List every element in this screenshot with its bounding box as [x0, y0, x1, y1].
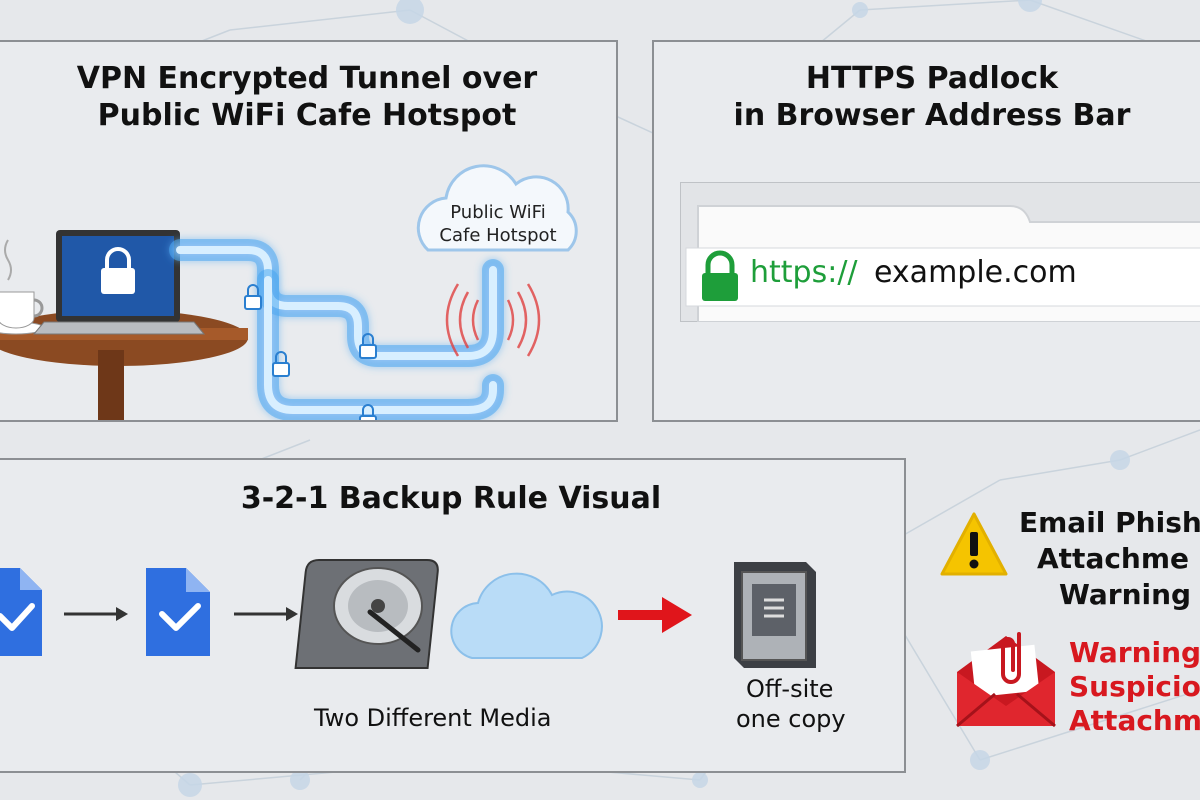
offsite-label-line1: Off-site	[746, 675, 834, 703]
phishing-title-line3: Warning	[1059, 578, 1192, 611]
encrypted-tunnel	[169, 239, 504, 420]
tunnel-padlock-icon	[244, 284, 377, 420]
vpn-panel: VPN Encrypted Tunnel over Public WiFi Ca…	[0, 40, 618, 422]
laptop-icon	[32, 230, 206, 335]
backup-title: 3-2-1 Backup Rule Visual	[240, 481, 662, 516]
offsite-arrow-icon	[618, 597, 692, 633]
url-domain[interactable]: example.com	[874, 255, 1077, 290]
backup-panel: 3-2-1 Backup Rule Visual	[0, 458, 906, 773]
browser-window	[680, 182, 1200, 322]
offsite-server-icon	[734, 562, 816, 668]
vpn-illustration: Public WiFi Cafe Hotspot	[0, 164, 578, 420]
https-title-line2: in Browser Address Bar	[733, 98, 1131, 133]
warning-line2: Suspicio	[1069, 670, 1200, 703]
https-panel: HTTPS Padlock in Browser Address Bar htt…	[652, 40, 1200, 422]
https-title-line1: HTTPS Padlock	[805, 61, 1059, 96]
laptop-padlock-icon	[101, 247, 135, 294]
arrow-icon	[234, 607, 298, 621]
cloud-label-line2: Cafe Hotspot	[439, 225, 556, 246]
phishing-title-line1: Email Phish	[1019, 506, 1200, 539]
suspicious-email-icon	[956, 632, 1056, 728]
coffee-cup-icon	[0, 239, 45, 335]
document-copy-icon	[146, 568, 210, 656]
phishing-title-line2: Attachme	[1037, 542, 1190, 575]
arrow-icon	[64, 607, 128, 621]
backup-illustration	[0, 559, 816, 669]
vpn-title-line1: VPN Encrypted Tunnel over	[76, 61, 538, 96]
document-copy-icon	[0, 568, 42, 656]
warning-triangle-icon	[940, 512, 1008, 576]
warning-line1: Warning:	[1069, 636, 1200, 669]
warning-line3: Attachm	[1069, 704, 1200, 737]
hard-drive-icon	[294, 559, 439, 669]
cloud-storage-icon	[450, 572, 603, 659]
https-padlock-icon	[702, 250, 738, 301]
wifi-signal-icon	[445, 283, 541, 357]
vpn-title-line2: Public WiFi Cafe Hotspot	[97, 98, 517, 133]
phishing-panel: Email Phish Attachme Warning Warning: Su…	[935, 500, 1200, 800]
url-scheme[interactable]: https://	[750, 255, 858, 290]
address-bar	[685, 247, 1200, 307]
offsite-label-line2: one copy	[736, 705, 846, 733]
wifi-cloud-icon	[416, 164, 578, 252]
media-label: Two Different Media	[314, 704, 552, 732]
cloud-label-line1: Public WiFi	[450, 202, 545, 223]
